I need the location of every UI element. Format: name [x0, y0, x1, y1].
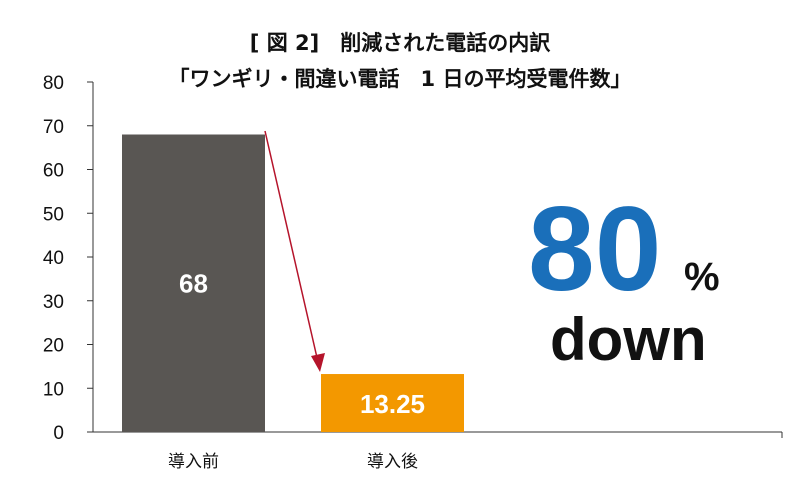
y-tick-label: 40 — [43, 248, 64, 269]
bars: 68 13.25 — [122, 134, 464, 432]
y-tick-label: 30 — [43, 292, 64, 313]
y-tick-label: 70 — [43, 117, 64, 138]
y-tick-label: 80 — [43, 73, 64, 94]
y-tick-label: 10 — [43, 379, 64, 400]
y-tick-label: 50 — [43, 204, 64, 225]
reduction-value: 80 — [528, 182, 661, 316]
reduction-text: down — [550, 306, 707, 373]
chart-subtitle: 「ワンギリ・間違い電話 1 日の平均受電件数」 — [169, 67, 632, 91]
bar-1 — [122, 134, 265, 432]
y-tick-label: 60 — [43, 161, 64, 182]
x-category-label: 導入後 — [367, 452, 418, 472]
reduction-unit: % — [684, 255, 720, 299]
arrow-line — [264, 130, 319, 363]
arrow-head — [311, 353, 325, 372]
chart-title: [ 図 2] 削減された電話の内訳 — [250, 31, 551, 55]
y-tick-label: 0 — [53, 423, 64, 444]
x-category-label: 導入前 — [168, 452, 219, 472]
y-tick-label: 20 — [43, 336, 64, 357]
data-label: 68 — [179, 268, 208, 298]
bar-2 — [321, 374, 464, 432]
axes: 0 10 20 30 40 50 60 70 80 導入前 導入後 — [43, 73, 783, 472]
data-label: 13.25 — [360, 389, 425, 419]
